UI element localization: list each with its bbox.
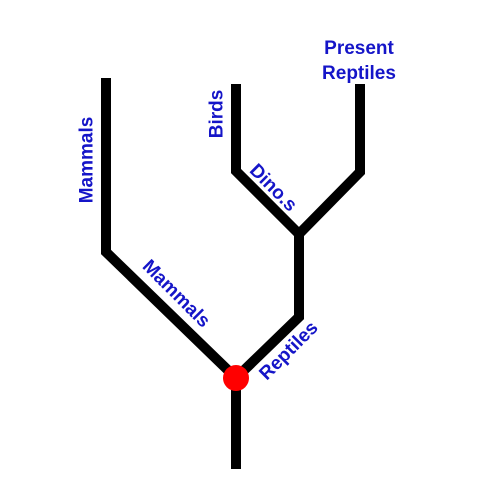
dinos-birds-branch <box>231 84 303 238</box>
mammals-branch <box>101 78 240 382</box>
present-reptiles-label-line1: Present <box>324 38 394 59</box>
birds-label: Birds <box>207 90 228 139</box>
mammals-vertical-label: Mammals <box>77 117 98 204</box>
reptiles-branch <box>232 234 304 382</box>
root-node <box>223 365 249 391</box>
present-reptiles-branch <box>295 84 365 238</box>
present-reptiles-label-line2: Reptiles <box>322 63 396 84</box>
